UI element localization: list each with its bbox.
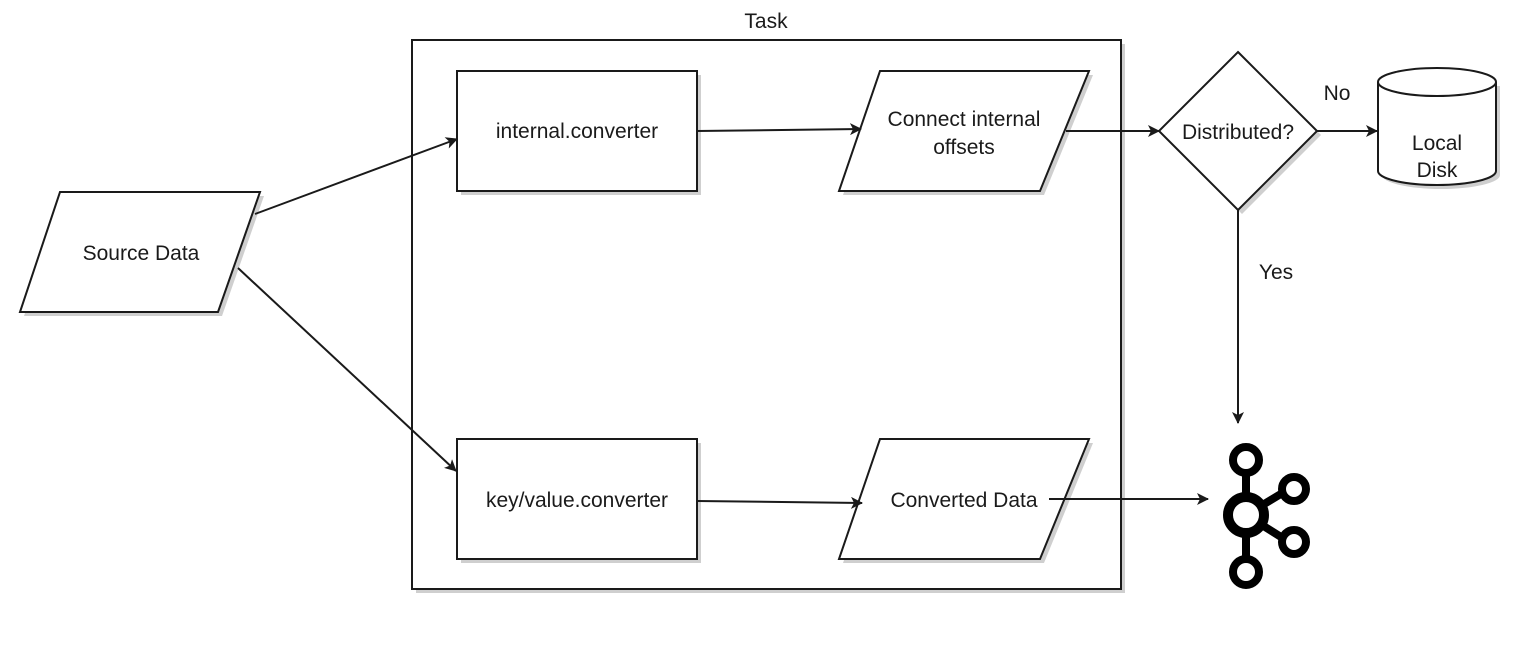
edge-kv-converter-to-converted-data: [696, 496, 863, 509]
edge-internal-converter-to-offsets: [696, 123, 862, 136]
local-disk-line1: Local: [1412, 132, 1462, 155]
distributed-decision-node[interactable]: Distributed?: [1157, 50, 1321, 214]
edge-source-to-internal-converter: [254, 137, 458, 215]
connect-offsets-line2: offsets: [933, 136, 994, 159]
converted-data-node[interactable]: Converted Data: [837, 438, 1093, 563]
local-disk-line2: Disk: [1417, 159, 1458, 182]
connect-offsets-line1: Connect internal: [888, 108, 1041, 131]
source-data-node[interactable]: Source Data: [18, 191, 264, 316]
internal-converter-node[interactable]: internal.converter: [456, 70, 701, 195]
kafka-icon: [1223, 443, 1310, 589]
local-disk-node[interactable]: Local Disk: [1377, 67, 1500, 189]
edge-label-no: No: [1324, 82, 1351, 105]
kv-converter-label: key/value.converter: [486, 489, 668, 512]
edge-source-to-kv-converter: [237, 267, 457, 472]
edge-label-yes: Yes: [1259, 261, 1293, 284]
converted-data-label: Converted Data: [890, 489, 1037, 512]
connect-internal-offsets-node[interactable]: Connect internal offsets: [837, 70, 1093, 195]
task-label: Task: [744, 10, 788, 33]
kv-converter-node[interactable]: key/value.converter: [456, 438, 701, 563]
internal-converter-label: internal.converter: [496, 120, 658, 143]
source-data-label: Source Data: [83, 242, 200, 265]
distributed-label: Distributed?: [1182, 121, 1294, 144]
